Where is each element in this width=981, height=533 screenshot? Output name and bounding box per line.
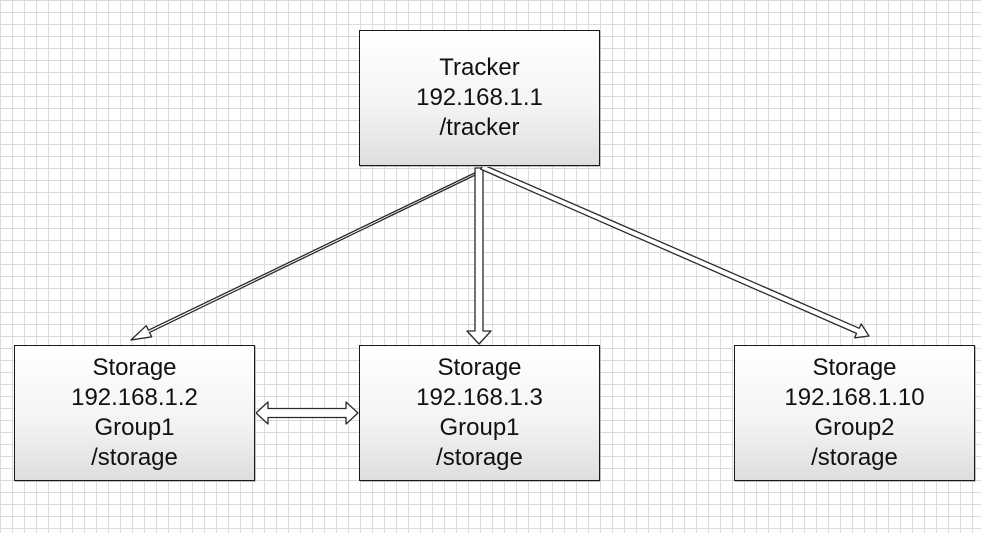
storage-ip: 192.168.1.2 — [71, 384, 198, 411]
storage-ip: 192.168.1.3 — [416, 384, 543, 411]
tracker-node[interactable]: Tracker 192.168.1.1 /tracker — [359, 30, 600, 166]
storage-role: Storage — [812, 354, 897, 381]
storage-role: Storage — [437, 354, 522, 381]
storage-ip: 192.168.1.10 — [784, 384, 925, 411]
arrow-tracker-to-storage-1 — [130, 171, 478, 341]
storage-node-1[interactable]: Storage 192.168.1.2 Group1 /storage — [14, 345, 255, 481]
storage-path: /storage — [436, 444, 523, 471]
storage-group: Group1 — [94, 414, 175, 441]
tracker-path: /tracker — [439, 114, 520, 141]
storage-node-3[interactable]: Storage 192.168.1.10 Group2 /storage — [734, 345, 975, 481]
tracker-role: Tracker — [439, 54, 520, 81]
storage-role: Storage — [92, 354, 177, 381]
storage-path: /storage — [91, 444, 178, 471]
arrow-tracker-to-storage-2 — [466, 167, 492, 345]
storage-node-2[interactable]: Storage 192.168.1.3 Group1 /storage — [359, 345, 600, 481]
tracker-ip: 192.168.1.1 — [416, 84, 543, 111]
storage-path: /storage — [811, 444, 898, 471]
storage-group: Group1 — [439, 414, 520, 441]
arrow-storage-1-to-storage-2 — [255, 401, 359, 425]
arrow-tracker-to-storage-3 — [479, 164, 870, 339]
storage-group: Group2 — [814, 414, 895, 441]
